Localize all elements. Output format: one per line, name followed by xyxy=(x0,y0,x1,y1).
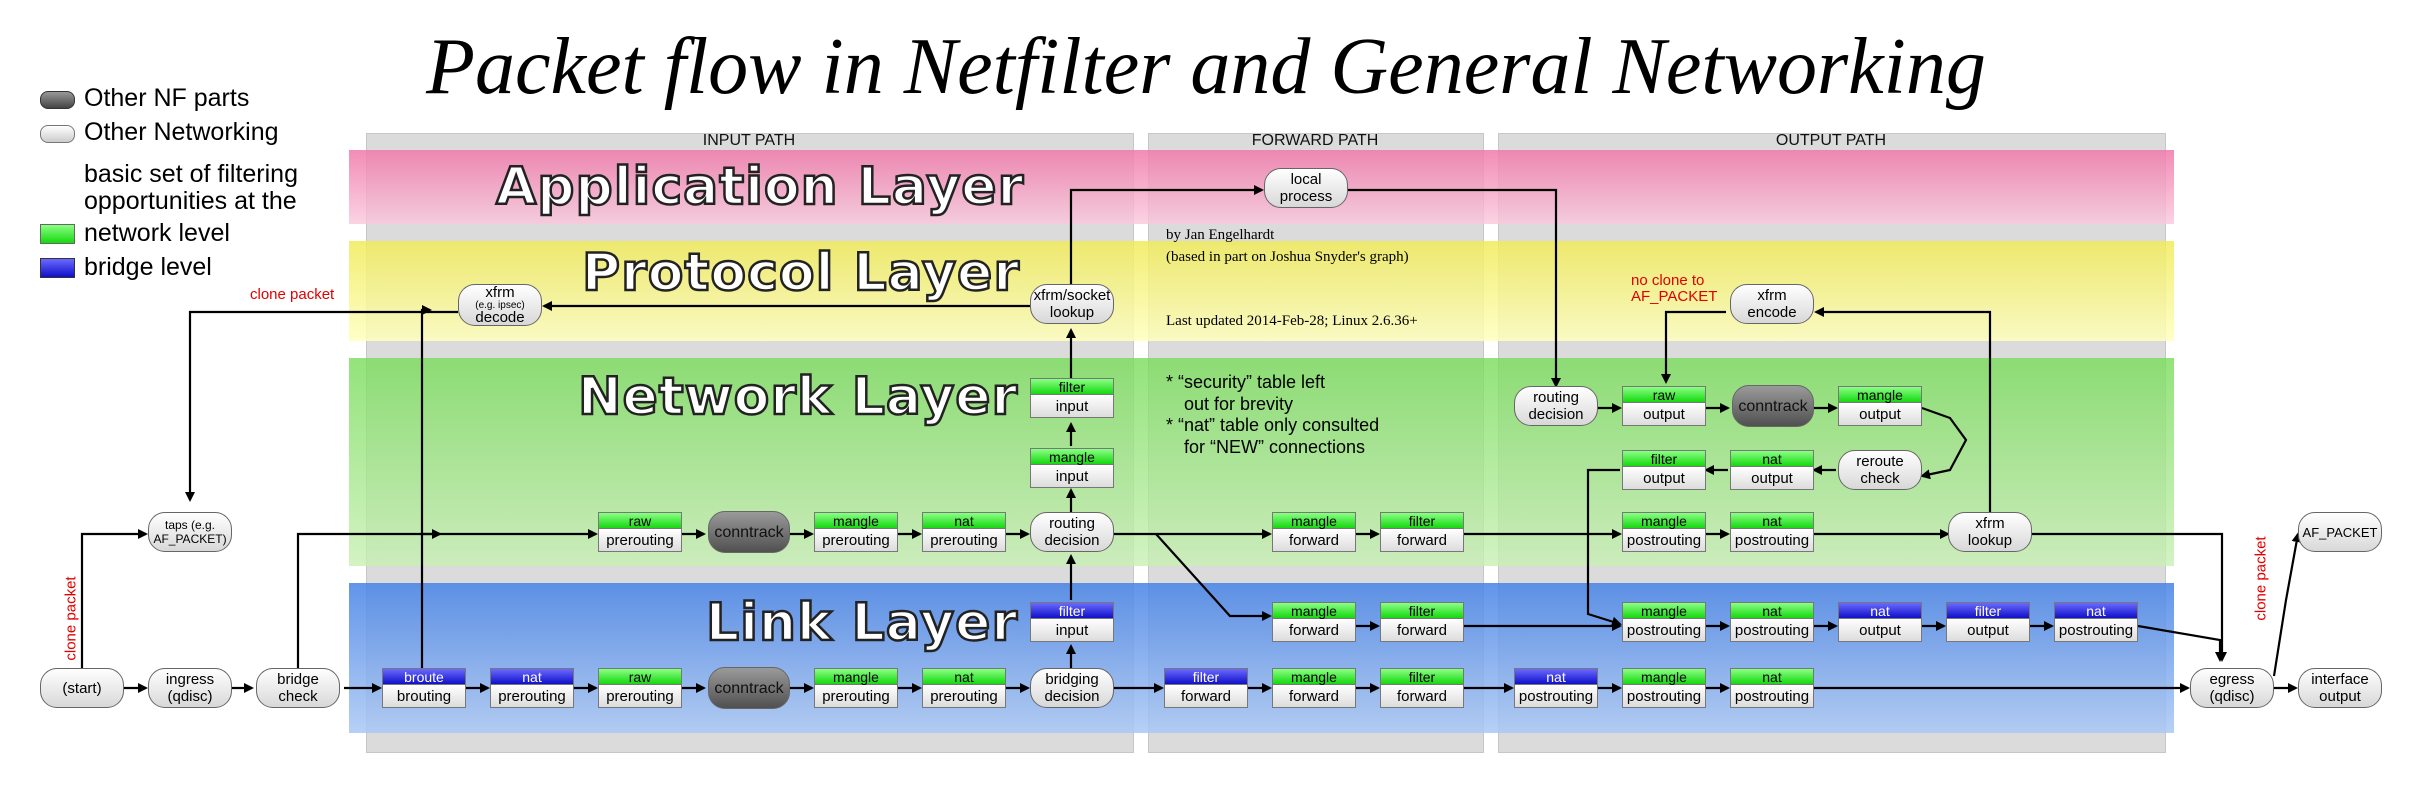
legend-other-net: Other Networking xyxy=(84,118,279,146)
input-path-label: INPUT PATH xyxy=(702,132,796,149)
no-clone-label-2: AF_PACKET xyxy=(1631,288,1718,305)
output-path-label: OUTPUT PATH xyxy=(1775,132,1887,149)
taps-node: taps (e.g.AF_PACKET) xyxy=(148,512,232,552)
xfrm-decode-node: xfrm(e.g. ipsec)decode xyxy=(458,284,542,326)
legend-basic-line2: opportunities at the xyxy=(84,187,297,215)
network-layer-title: Network Layer xyxy=(577,366,1019,429)
protocol-layer-band xyxy=(349,241,2174,341)
note-line-2: out for brevity xyxy=(1184,394,1294,414)
legend-bridge-level: bridge level xyxy=(84,253,212,281)
legend-swatch-network xyxy=(40,224,75,244)
credit-line-2: (based in part on Joshua Snyder's graph) xyxy=(1166,249,1409,265)
legend-basic-line1: basic set of filtering xyxy=(84,160,298,188)
legend-swatch-bridge xyxy=(40,258,75,278)
credit-line-1: by Jan Engelhardt xyxy=(1166,227,1275,243)
conntrack-node-network: conntrack xyxy=(708,511,790,553)
no-clone-label-1: no clone to xyxy=(1631,272,1705,289)
legend-network-level: network level xyxy=(84,219,230,247)
application-layer-title: Application Layer xyxy=(495,156,1025,219)
page-title: Packet flow in Netfilter and General Net… xyxy=(426,23,1986,111)
legend-other-nf: Other NF parts xyxy=(84,84,250,112)
credit-line-3: Last updated 2014-Feb-28; Linux 2.6.36+ xyxy=(1166,313,1418,329)
forward-path-label: FORWARD PATH xyxy=(1251,132,1379,149)
af-packet-node: AF_PACKET xyxy=(2298,512,2382,552)
egress-qdisc-node: egress(qdisc) xyxy=(2190,668,2274,708)
ingress-qdisc-node: ingress(qdisc) xyxy=(148,668,232,708)
legend-swatch-other-nf xyxy=(40,91,75,109)
legend-swatch-other-net xyxy=(40,125,75,143)
note-line-3: * “nat” table only consulted xyxy=(1166,415,1380,435)
conntrack-node-output: conntrack xyxy=(1732,385,1814,427)
link-layer-title: Link Layer xyxy=(705,592,1019,655)
clone-packet-top-label: clone packet xyxy=(250,286,335,303)
protocol-layer-title: Protocol Layer xyxy=(581,242,1020,305)
note-line-1: * “security” table left xyxy=(1166,372,1326,392)
start-node: (start) xyxy=(40,668,124,708)
note-line-4: for “NEW” connections xyxy=(1184,437,1366,457)
conntrack-node-link: conntrack xyxy=(708,667,790,709)
